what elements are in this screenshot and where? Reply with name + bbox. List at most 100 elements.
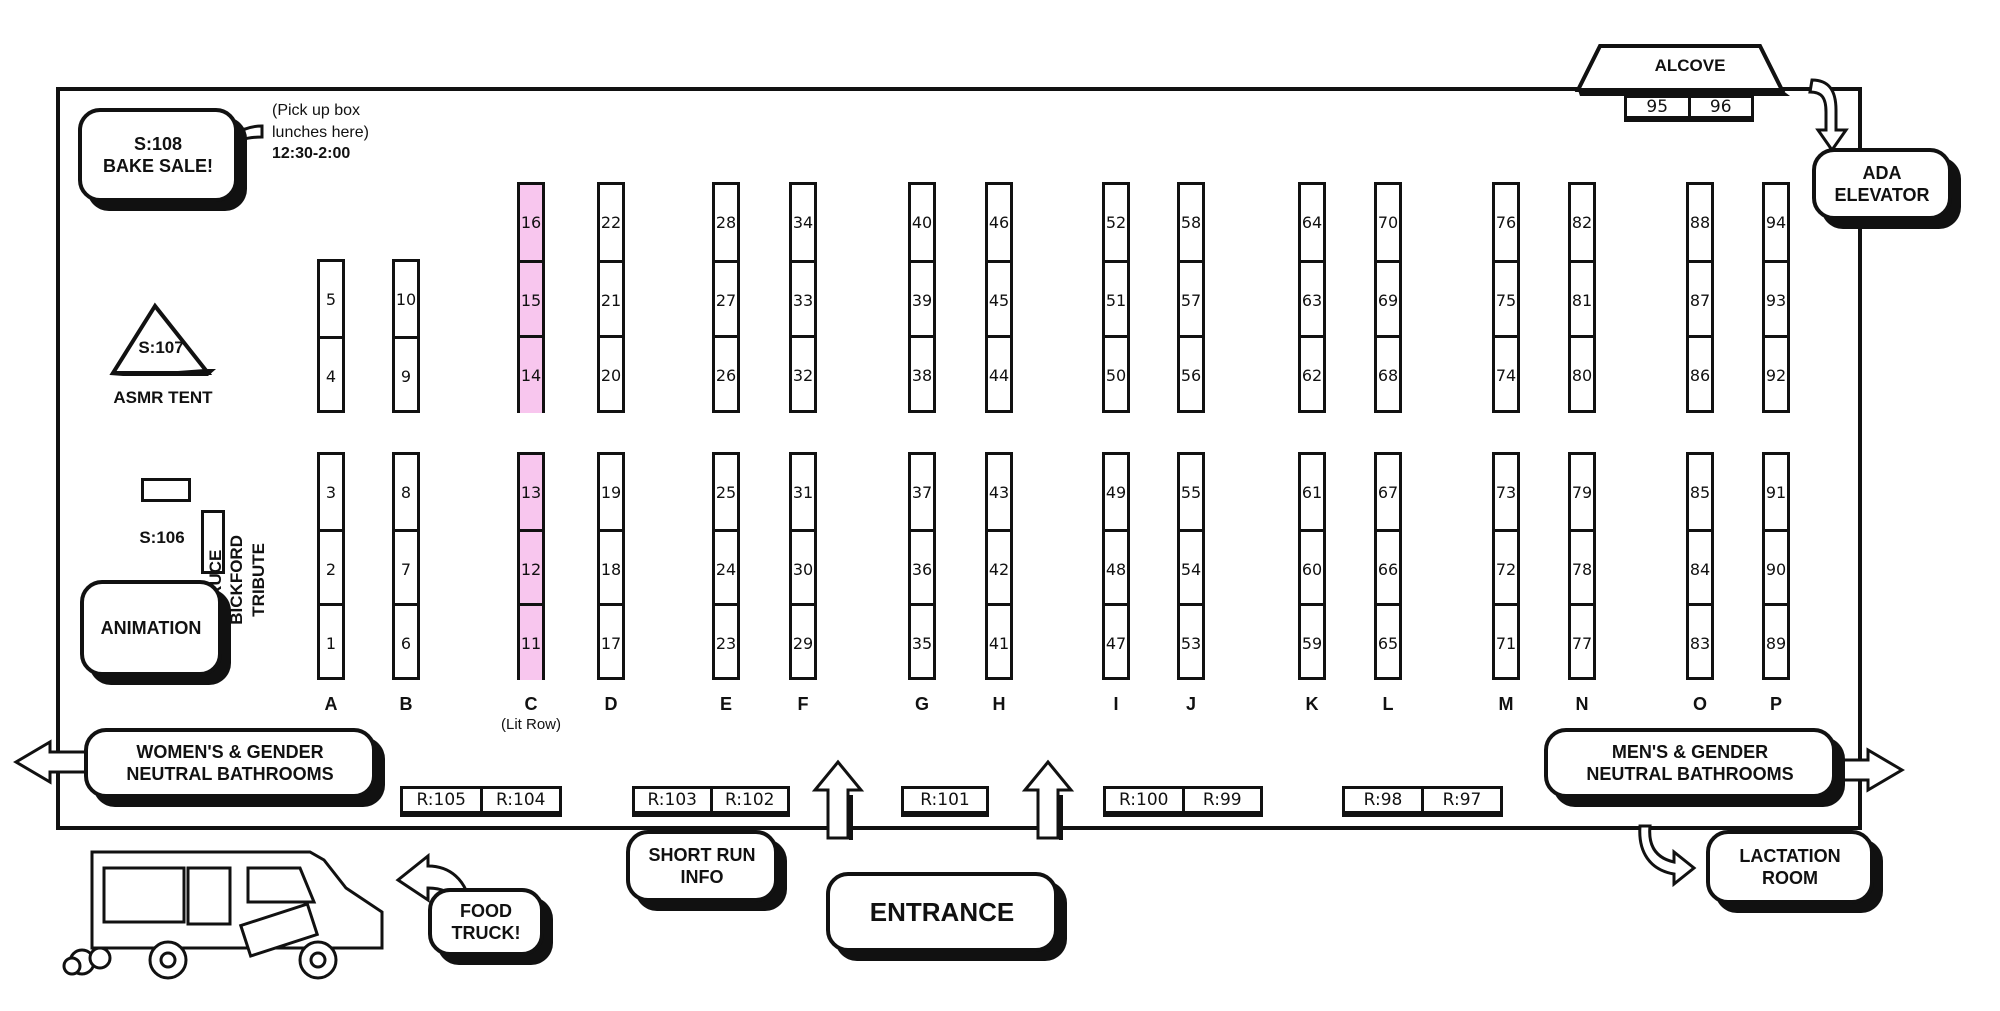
booth-table[interactable]: 47 <box>1105 603 1127 680</box>
booth-table[interactable]: 74 <box>1495 335 1517 413</box>
booth-table[interactable]: 79 <box>1571 482 1593 502</box>
booth-table[interactable]: 54 <box>1180 529 1202 606</box>
booth-table[interactable]: 35 <box>911 603 933 680</box>
booth-table[interactable]: 23 <box>715 603 737 680</box>
booth-table[interactable]: 82 <box>1571 213 1593 232</box>
booth-table[interactable]: 88 <box>1689 213 1711 232</box>
booth-table[interactable]: 46 <box>988 213 1010 232</box>
booth-table[interactable]: 11 <box>520 603 542 680</box>
booth-table[interactable]: 77 <box>1571 603 1593 680</box>
booth-table[interactable]: 15 <box>520 260 542 338</box>
entrance-cloud[interactable]: ENTRANCE <box>826 872 1058 952</box>
room-label[interactable]: R:105 <box>416 790 466 810</box>
booth-table[interactable]: 4 <box>320 336 342 413</box>
booth-table[interactable]: 26 <box>715 335 737 413</box>
booth-table[interactable]: 71 <box>1495 603 1517 680</box>
booth-table[interactable]: 84 <box>1689 529 1711 606</box>
room-label[interactable]: R:97 <box>1421 789 1500 811</box>
booth-table[interactable]: 31 <box>792 482 814 502</box>
booth-table[interactable]: 49 <box>1105 482 1127 502</box>
booth-table[interactable]: 93 <box>1765 260 1787 338</box>
booth-table[interactable]: 3 <box>325 482 337 502</box>
booth-table[interactable]: 36 <box>911 529 933 606</box>
booth-table[interactable]: 62 <box>1301 335 1323 413</box>
booth-table[interactable]: 42 <box>988 529 1010 606</box>
booth-table[interactable]: 85 <box>1689 482 1711 502</box>
booth-table[interactable]: 51 <box>1105 260 1127 338</box>
booth-table[interactable]: 48 <box>1105 529 1127 606</box>
booth-table[interactable]: 24 <box>715 529 737 606</box>
booth-table[interactable]: 20 <box>600 335 622 413</box>
room-label[interactable]: R:102 <box>709 789 788 811</box>
booth-table[interactable]: 56 <box>1180 335 1202 413</box>
booth-table[interactable]: 22 <box>600 213 622 232</box>
booth-table[interactable]: 30 <box>792 529 814 606</box>
room-label[interactable]: R:101 <box>920 790 970 810</box>
booth-table[interactable]: 21 <box>600 260 622 338</box>
room-label[interactable]: R:103 <box>647 790 697 810</box>
booth-table[interactable]: 60 <box>1301 529 1323 606</box>
booth-table[interactable]: 38 <box>911 335 933 413</box>
booth-table[interactable]: 6 <box>395 603 417 680</box>
booth-table[interactable]: 27 <box>715 260 737 338</box>
booth-table[interactable]: 13 <box>520 455 542 529</box>
booth-table[interactable]: 86 <box>1689 335 1711 413</box>
booth-table[interactable]: 28 <box>715 213 737 232</box>
booth-table[interactable]: 41 <box>988 603 1010 680</box>
room-label[interactable]: R:98 <box>1363 790 1403 810</box>
booth-table[interactable]: 58 <box>1180 213 1202 232</box>
room-label[interactable]: R:104 <box>479 789 560 811</box>
booth-table[interactable]: 65 <box>1377 603 1399 680</box>
booth-table[interactable]: 61 <box>1301 482 1323 502</box>
booth-table[interactable]: 43 <box>988 482 1010 502</box>
booth-table[interactable]: 39 <box>911 260 933 338</box>
booth-table[interactable]: 44 <box>988 335 1010 413</box>
booth-table[interactable]: 25 <box>715 482 737 502</box>
booth-table[interactable]: 81 <box>1571 260 1593 338</box>
booth-table[interactable]: 16 <box>520 185 542 260</box>
booth-table[interactable]: 9 <box>395 336 417 413</box>
room-label[interactable]: R:99 <box>1181 789 1261 811</box>
booth-table[interactable]: 72 <box>1495 529 1517 606</box>
booth-table[interactable]: 12 <box>520 529 542 606</box>
booth-table[interactable]: 37 <box>911 482 933 502</box>
booth-table[interactable]: 10 <box>395 289 417 309</box>
booth-table[interactable]: 63 <box>1301 260 1323 338</box>
booth-table[interactable]: 32 <box>792 335 814 413</box>
booth-table[interactable]: 68 <box>1377 335 1399 413</box>
booth-table[interactable]: 57 <box>1180 260 1202 338</box>
booth-table[interactable]: 73 <box>1495 482 1517 502</box>
booth-table[interactable]: 19 <box>600 482 622 502</box>
booth-table[interactable]: 80 <box>1571 335 1593 413</box>
booth-table[interactable]: 75 <box>1495 260 1517 338</box>
booth-table[interactable]: 90 <box>1765 529 1787 606</box>
booth-table[interactable]: 67 <box>1377 482 1399 502</box>
booth-table[interactable]: 76 <box>1495 213 1517 232</box>
booth-table[interactable]: 92 <box>1765 335 1787 413</box>
booth-table[interactable]: 50 <box>1105 335 1127 413</box>
booth-table[interactable]: 89 <box>1765 603 1787 680</box>
booth-table[interactable]: 64 <box>1301 213 1323 232</box>
booth-table[interactable]: 2 <box>320 529 342 606</box>
booth-table[interactable]: 34 <box>792 213 814 232</box>
booth-table[interactable]: 17 <box>600 603 622 680</box>
booth-table[interactable]: 45 <box>988 260 1010 338</box>
booth-table[interactable]: 33 <box>792 260 814 338</box>
booth-table[interactable]: 29 <box>792 603 814 680</box>
booth-table[interactable]: 18 <box>600 529 622 606</box>
booth-table[interactable]: 78 <box>1571 529 1593 606</box>
booth-table[interactable]: 5 <box>325 289 337 309</box>
booth-table[interactable]: 83 <box>1689 603 1711 680</box>
booth-table[interactable]: 1 <box>320 603 342 680</box>
room-label[interactable]: R:100 <box>1119 790 1169 810</box>
booth-table[interactable]: 87 <box>1689 260 1711 338</box>
booth-table[interactable]: 69 <box>1377 260 1399 338</box>
booth-table[interactable]: 14 <box>520 335 542 413</box>
booth-table[interactable]: 70 <box>1377 213 1399 232</box>
booth-table[interactable]: 40 <box>911 213 933 232</box>
booth-table[interactable]: 52 <box>1105 213 1127 232</box>
booth-table[interactable]: 7 <box>395 529 417 606</box>
booth-table[interactable]: 66 <box>1377 529 1399 606</box>
booth-table[interactable]: 94 <box>1765 213 1787 232</box>
booth-table[interactable]: 55 <box>1180 482 1202 502</box>
